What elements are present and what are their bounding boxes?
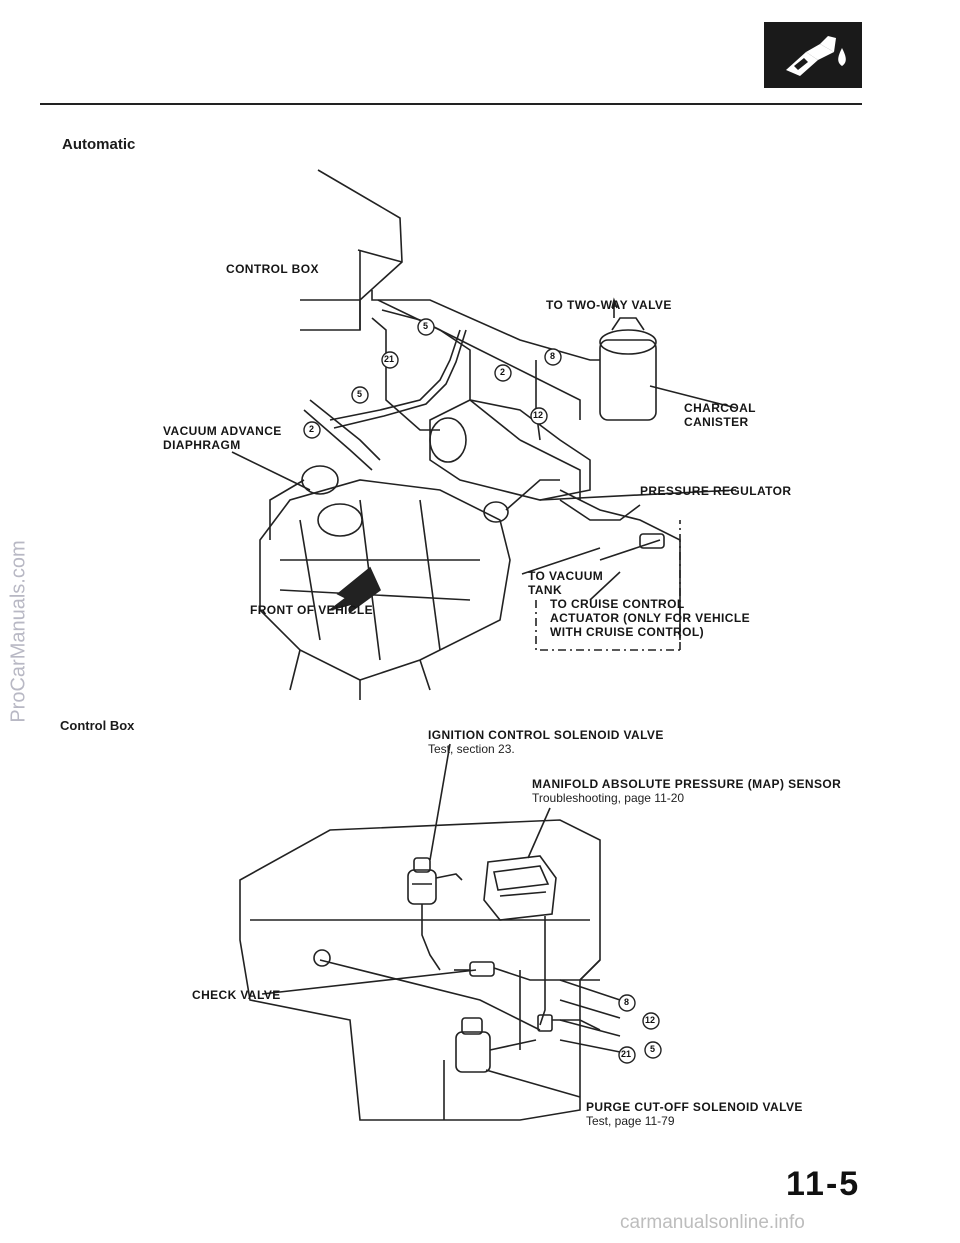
- hose-number: 21: [384, 354, 395, 364]
- hose-number: 2: [500, 367, 506, 377]
- hose-number: 5: [357, 389, 363, 399]
- two-way-valve-label: TO TWO-WAY VALVE: [546, 298, 672, 312]
- page-number: 11-5: [786, 1165, 861, 1203]
- fuel-nozzle-icon: [764, 22, 862, 88]
- control-box-section-title: Control Box: [60, 718, 135, 733]
- hose-number: 12: [533, 410, 544, 420]
- charcoal-canister-label-line2: CANISTER: [684, 415, 749, 429]
- vacuum-tank-label: TO VACUUM: [528, 569, 604, 583]
- port-number: 12: [645, 1015, 656, 1025]
- purge-valve-label: PURGE CUT-OFF SOLENOID VALVE: [586, 1100, 803, 1114]
- check-valve-label: CHECK VALVE: [192, 988, 281, 1002]
- header-rule: [40, 103, 862, 105]
- control-box-label: CONTROL BOX: [226, 262, 319, 276]
- hose-number: 8: [550, 351, 556, 361]
- vacuum-advance-label-line2: DIAPHRAGM: [163, 438, 241, 452]
- ignition-valve-ref: Test, section 23.: [428, 742, 515, 756]
- hose-number: 2: [309, 424, 315, 434]
- map-sensor-ref: Troubleshooting, page 11-20: [532, 791, 685, 805]
- pressure-regulator-label: PRESSURE REGULATOR: [640, 484, 792, 498]
- vacuum-tank-label-line2: TANK: [528, 583, 563, 597]
- section-title: Automatic: [62, 136, 136, 153]
- cruise-control-label-line3: WITH CRUISE CONTROL): [550, 625, 704, 639]
- front-of-vehicle-label: FRONT OF VEHICLE: [250, 603, 374, 617]
- port-number: 5: [650, 1044, 656, 1054]
- footer-watermark: carmanualsonline.info: [620, 1212, 805, 1233]
- ignition-valve-label: IGNITION CONTROL SOLENOID VALVE: [428, 728, 664, 742]
- port-number: 21: [621, 1049, 632, 1059]
- hose-number: 5: [423, 321, 429, 331]
- port-number: 8: [624, 997, 630, 1007]
- side-watermark: ProCarManuals.com: [4, 510, 34, 760]
- side-watermark-text: ProCarManuals.com: [7, 540, 30, 723]
- purge-valve-ref: Test, page 11-79: [586, 1114, 675, 1128]
- cruise-control-label-line2: ACTUATOR (ONLY FOR VEHICLE: [550, 611, 750, 625]
- charcoal-canister-label: CHARCOAL: [684, 401, 756, 415]
- cruise-control-label: TO CRUISE CONTROL: [550, 597, 685, 611]
- map-sensor-label: MANIFOLD ABSOLUTE PRESSURE (MAP) SENSOR: [532, 777, 842, 791]
- vacuum-advance-label: VACUUM ADVANCE: [163, 424, 282, 438]
